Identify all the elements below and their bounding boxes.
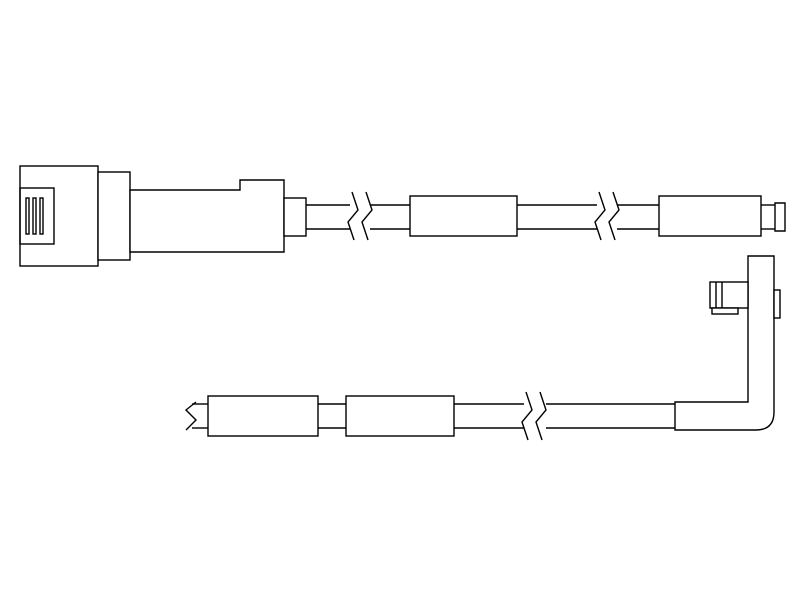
connector-pin-1 <box>25 197 30 235</box>
upper-cable-end <box>774 202 786 232</box>
connector-socket <box>19 187 55 245</box>
connector-pin-3 <box>39 197 44 235</box>
upper-break-mark-1 <box>347 191 373 241</box>
connector-face <box>19 165 99 267</box>
lower-cable <box>192 403 675 429</box>
connector-collar <box>97 171 131 261</box>
connector-body <box>129 179 285 253</box>
lower-break-mark-1 <box>521 391 547 441</box>
upper-sleeve-2 <box>658 195 762 237</box>
sensor-elbow-housing <box>674 255 775 431</box>
lower-break-mark-left <box>184 401 197 431</box>
connector-pin-2 <box>32 197 37 235</box>
lower-sleeve-1 <box>207 395 319 437</box>
upper-break-mark-2 <box>594 191 620 241</box>
lower-sleeve-2 <box>345 395 455 437</box>
sensor-tip-clip <box>711 307 739 315</box>
connector-strain-relief <box>283 197 307 237</box>
upper-sleeve-1 <box>409 195 518 237</box>
sensor-tip <box>709 281 749 315</box>
elbow-side-tab <box>773 289 781 319</box>
upper-cable <box>306 202 786 232</box>
connector-plug <box>19 165 307 267</box>
